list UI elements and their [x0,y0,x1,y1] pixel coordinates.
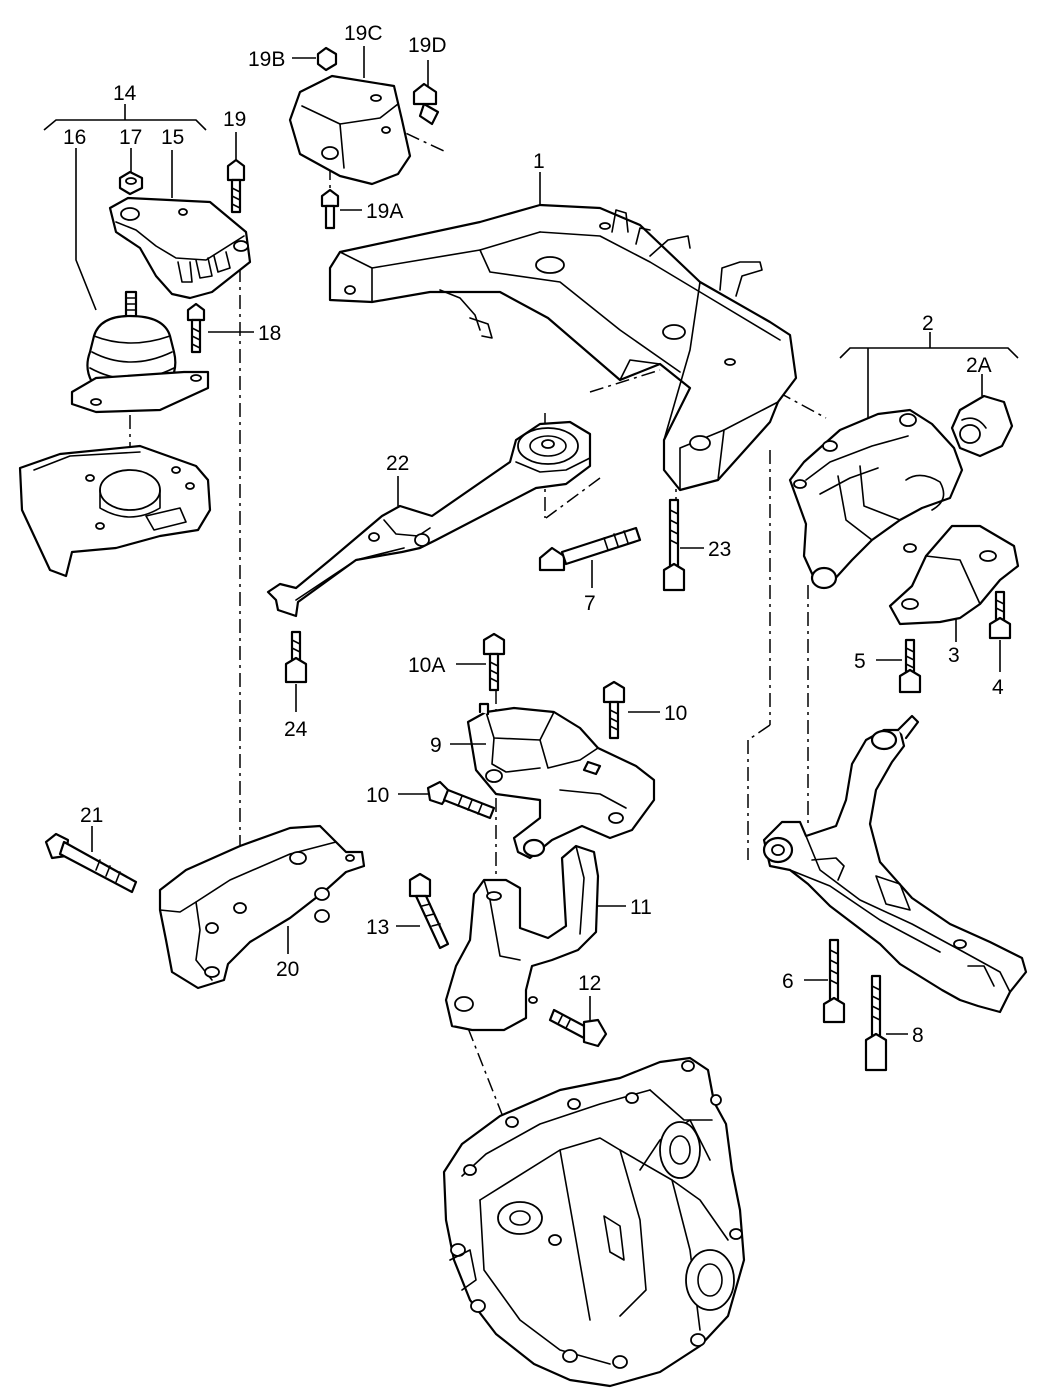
screws-4-5 [898,590,1012,694]
label-17: 17 [119,126,142,149]
label-19: 19 [223,108,246,131]
label-10-left: 10 [366,784,389,807]
bolts-7-23-24 [284,498,686,684]
subframe [328,203,798,492]
label-16: 16 [63,126,86,149]
label-19a: 19A [366,200,403,223]
bracket-19c [288,46,440,230]
label-14: 14 [113,82,137,105]
label-21: 21 [80,804,103,827]
label-10-right: 10 [664,702,687,725]
label-19c: 19C [344,22,383,45]
part-labels: 1 2 2A 3 4 5 6 7 8 9 10 10 10A 11 12 13 … [63,22,1004,1047]
label-4: 4 [992,676,1004,699]
label-9: 9 [430,734,442,757]
label-8: 8 [912,1024,924,1047]
label-15: 15 [161,126,184,149]
torque-rod [266,420,592,618]
label-6: 6 [782,970,794,993]
mount-carrier [18,444,212,578]
label-1: 1 [533,150,545,173]
label-2a: 2A [966,354,992,377]
gearbox-mount [426,632,656,860]
console-11 [408,844,608,1048]
label-5: 5 [854,650,866,673]
engine-mount [70,158,252,414]
gearbox [442,1056,746,1388]
label-20: 20 [276,958,299,981]
control-arm [762,714,1028,1072]
label-19b: 19B [248,48,285,71]
label-10a: 10A [408,654,445,677]
label-2: 2 [922,312,934,335]
label-24: 24 [284,718,308,741]
label-19d: 19D [408,34,447,57]
wishbone-bracket [788,394,1014,590]
label-3: 3 [948,644,960,667]
label-22: 22 [386,452,409,475]
leader-lines [43,46,1019,1035]
label-7: 7 [584,592,596,615]
label-11: 11 [630,896,652,919]
label-12: 12 [578,972,601,995]
label-18: 18 [258,322,281,345]
gearbox-support [44,824,366,990]
label-13: 13 [366,916,389,939]
label-23: 23 [708,538,731,561]
plate-3 [888,524,1020,626]
